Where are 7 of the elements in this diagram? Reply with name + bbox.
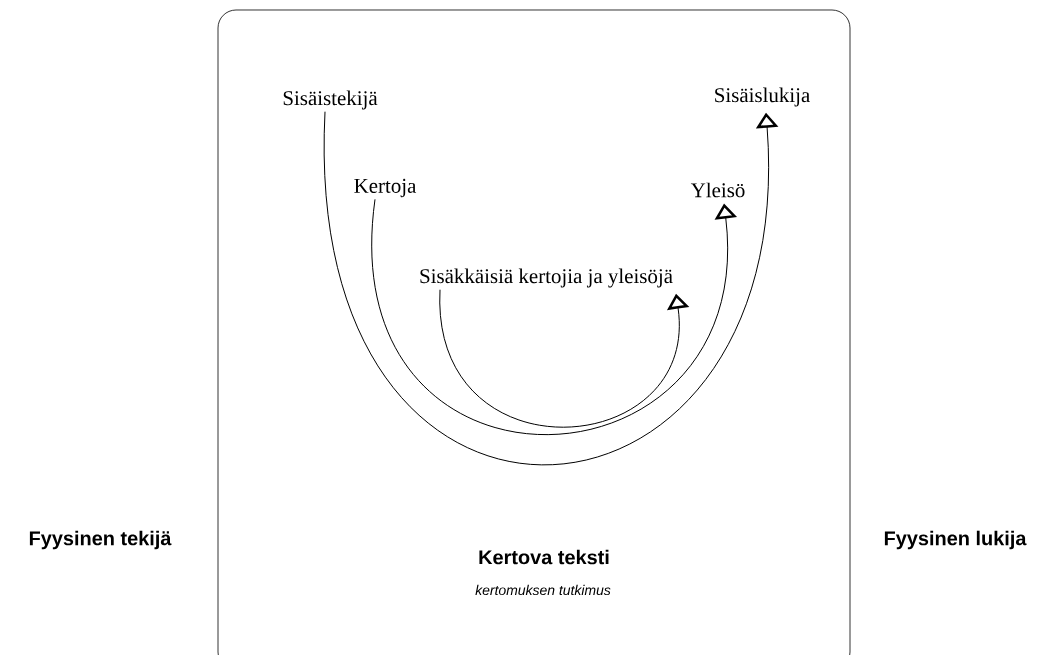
node-label: Sisäistekijä xyxy=(283,90,378,110)
node-label: Yleisö xyxy=(690,182,745,198)
node-label: Kertoja xyxy=(354,178,417,198)
side-label: Fyysinen tekijä xyxy=(29,530,172,550)
node-label: Sisäislukija xyxy=(715,87,810,107)
node-label: Sisäkkäisiä kertojia ja yleisöjä xyxy=(420,268,673,288)
side-label: Fyysinen lukija xyxy=(884,530,1027,550)
